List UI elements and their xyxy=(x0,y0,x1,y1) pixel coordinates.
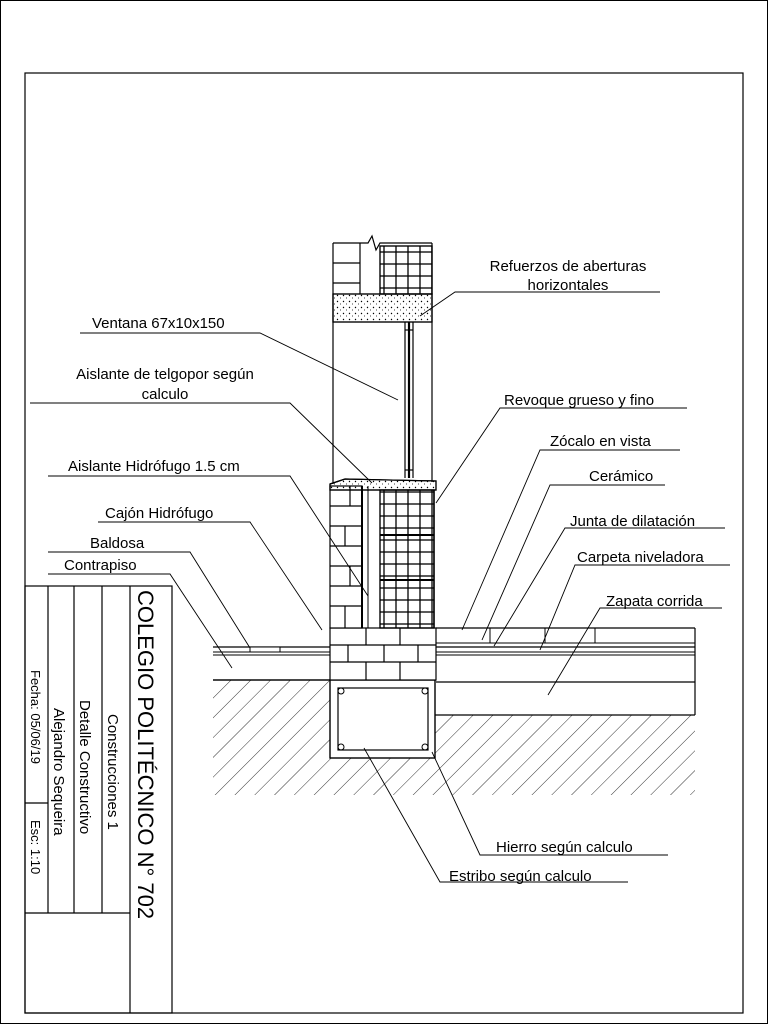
title-drawing: Detalle Constructivo xyxy=(76,700,93,834)
upper-wall xyxy=(332,234,433,484)
label-cajon: Cajón Hidrófugo xyxy=(105,505,213,522)
label-estribo: Estribo según calculo xyxy=(449,868,592,885)
zapata-corrida xyxy=(329,679,436,759)
label-contrapiso: Contrapiso xyxy=(64,557,137,574)
title-date: Fecha: 05/06/19 xyxy=(28,670,43,764)
label-ceramico: Cerámico xyxy=(589,468,653,485)
title-subject: Construcciones 1 xyxy=(104,714,121,830)
label-aislante-telgopor-2: calculo xyxy=(142,386,189,403)
title-school: COLEGIO POLITÉCNICO N° 702 xyxy=(133,590,158,919)
floor-layers xyxy=(213,627,696,715)
window-sill xyxy=(329,478,437,491)
lower-wall xyxy=(329,485,435,629)
label-refuerzos: Refuerzos de aberturas xyxy=(490,258,647,275)
label-zocalo: Zócalo en vista xyxy=(550,433,652,450)
label-junta: Junta de dilatación xyxy=(570,513,695,530)
title-block-text: COLEGIO POLITÉCNICO N° 702 Construccione… xyxy=(28,590,158,919)
label-refuerzos-2: horizontales xyxy=(528,277,609,294)
brick-base xyxy=(329,627,437,681)
label-ventana: Ventana 67x10x150 xyxy=(92,315,225,332)
title-author: Alejandro Sequeira xyxy=(50,708,67,836)
label-zapata: Zapata corrida xyxy=(606,593,703,610)
title-scale: Esc: 1:10 xyxy=(28,820,43,874)
labels: Refuerzos de aberturas horizontales Vent… xyxy=(64,258,704,885)
label-aislante-telgopor: Aislante de telgopor según xyxy=(76,366,254,383)
label-carpeta: Carpeta niveladora xyxy=(577,549,704,566)
title-block xyxy=(24,585,173,1014)
leader-lines xyxy=(30,291,730,883)
label-baldosa: Baldosa xyxy=(90,535,145,552)
drawing-frame xyxy=(24,72,744,1014)
label-aislante-hidrofugo: Aislante Hidrófugo 1.5 cm xyxy=(68,458,240,475)
label-hierro: Hierro según calculo xyxy=(496,839,633,856)
ground-hatch xyxy=(213,679,695,795)
label-revoque: Revoque grueso y fino xyxy=(504,392,654,409)
